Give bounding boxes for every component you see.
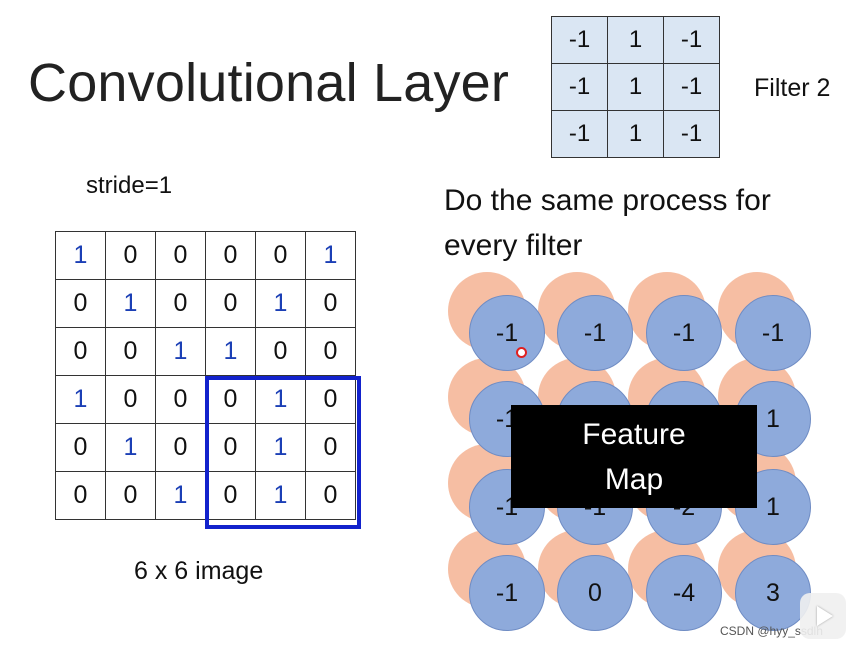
feature-map-2-cell: -4 (646, 555, 722, 631)
filter-cell: -1 (551, 63, 608, 111)
image-cell: 0 (205, 471, 256, 520)
image-cell: 0 (205, 423, 256, 472)
feature-map-2-cell: 3 (735, 555, 811, 631)
image-cell: 0 (155, 231, 206, 280)
image-cell: 0 (105, 327, 156, 376)
filter-cell: 1 (607, 110, 664, 158)
filter-label: Filter 2 (754, 74, 831, 102)
feature-map-2-cell: 0 (557, 555, 633, 631)
image-cell: 0 (55, 279, 106, 328)
image-cell: 0 (255, 327, 306, 376)
image-cell: 0 (205, 231, 256, 280)
play-icon[interactable] (800, 593, 846, 639)
image-cell: 1 (255, 279, 306, 328)
filter-cell: -1 (551, 16, 608, 64)
image-cell: 0 (105, 375, 156, 424)
image-cell: 0 (155, 423, 206, 472)
image-cell: 1 (205, 327, 256, 376)
laser-pointer-icon (516, 347, 527, 358)
receptive-field-highlight (205, 376, 361, 529)
image-cell: 1 (155, 471, 206, 520)
stride-label: stride=1 (86, 172, 173, 199)
feature-map-2-cell: -1 (735, 295, 811, 371)
image-cell: 0 (205, 279, 256, 328)
image-cell: 1 (255, 423, 306, 472)
feature-map-2-cell: -1 (469, 555, 545, 631)
slide-title: Convolutional Layer (28, 53, 510, 113)
filter-matrix: -1 1 -1 -1 1 -1 -1 1 -1 (551, 16, 720, 158)
image-cell: 0 (105, 231, 156, 280)
feature-map-label-line1: Feature (582, 418, 686, 451)
image-label: 6 x 6 image (134, 557, 264, 585)
image-cell: 1 (105, 279, 156, 328)
image-cell: 0 (55, 327, 106, 376)
image-cell: 0 (105, 471, 156, 520)
watermark: CSDN @hyy_ssdlh (720, 624, 823, 638)
image-cell: 0 (155, 375, 206, 424)
filter-cell: 1 (607, 63, 664, 111)
filter-cell: -1 (663, 16, 720, 64)
filter-cell: -1 (663, 110, 720, 158)
feature-map-2-cell: -1 (557, 295, 633, 371)
filter-cell: -1 (663, 63, 720, 111)
image-cell: 1 (305, 231, 356, 280)
feature-map-2-cell: -1 (646, 295, 722, 371)
image-cell: 0 (255, 231, 306, 280)
image-cell: 0 (305, 279, 356, 328)
filter-cell: 1 (607, 16, 664, 64)
image-cell: 0 (155, 279, 206, 328)
process-text: Do the same process for every filter (444, 184, 771, 262)
image-cell: 1 (155, 327, 206, 376)
feature-map-label-line2: Map (604, 463, 664, 496)
image-cell: 1 (55, 375, 106, 424)
image-cell: 0 (305, 471, 356, 520)
image-cell: 1 (255, 471, 306, 520)
image-cell: 1 (255, 375, 306, 424)
feature-map-2-cell: -1 (469, 295, 545, 371)
filter-cell: -1 (551, 110, 608, 158)
feature-map-label-box: Feature Map (511, 405, 757, 508)
image-cell: 0 (55, 423, 106, 472)
image-cell: 0 (55, 471, 106, 520)
image-cell: 0 (305, 327, 356, 376)
image-cell: 1 (55, 231, 106, 280)
image-matrix: 1 0 0 0 0 1 0 1 0 0 1 0 0 0 1 1 0 0 1 0 … (55, 231, 356, 520)
image-cell: 1 (105, 423, 156, 472)
